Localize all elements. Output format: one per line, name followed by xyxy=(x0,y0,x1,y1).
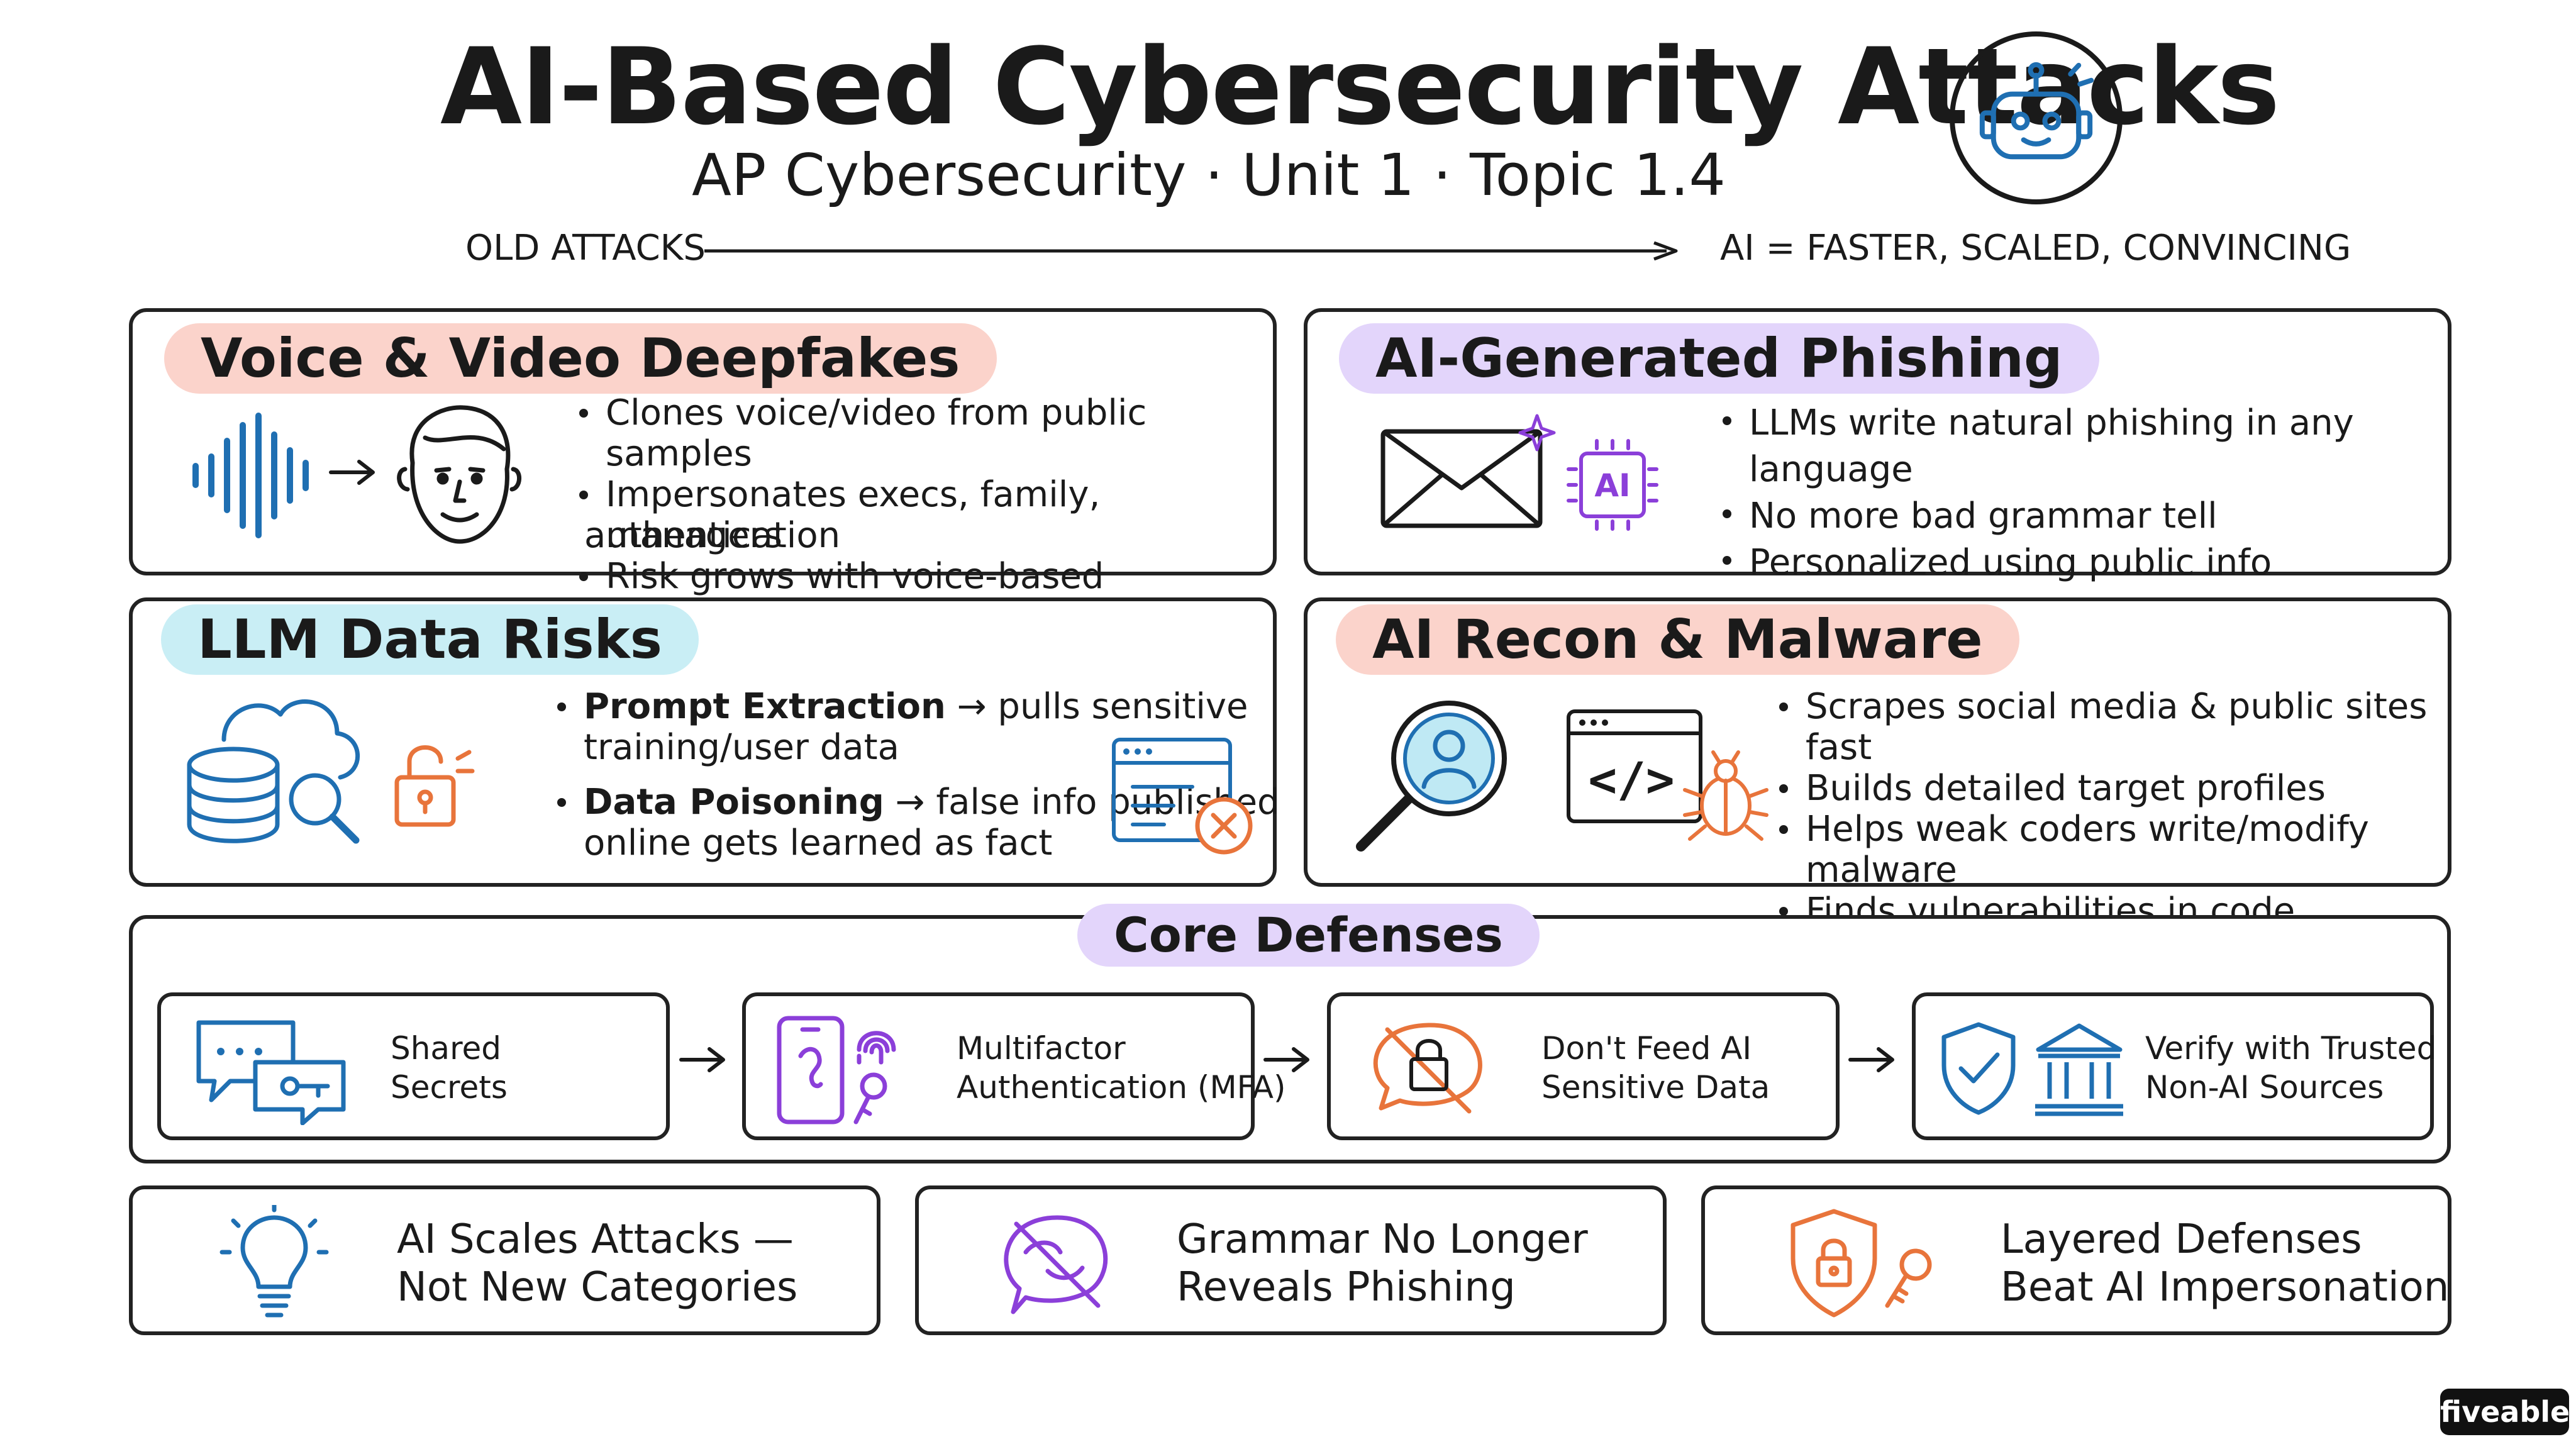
timeline-arrow xyxy=(704,242,1678,260)
llm-risks-title: LLM Data Risks xyxy=(161,604,699,675)
ai-chip-label: AI xyxy=(1594,467,1631,504)
defense-label-line1: Multifactor xyxy=(957,1030,1126,1067)
chat-key-icon xyxy=(196,1020,346,1125)
sound-wave-icon xyxy=(192,413,309,538)
defense-label-line1: Verify with Trusted xyxy=(2145,1030,2437,1067)
no-lock-icon xyxy=(1373,1023,1482,1114)
list-item: LLMs write natural phishing in any langu… xyxy=(1716,400,2448,493)
bullet-continuation: authentication xyxy=(584,515,841,556)
shield-check-icon xyxy=(1941,1022,2016,1115)
search-person-icon xyxy=(1356,701,1507,852)
list-item: Scrapes social media & public sites fast xyxy=(1773,686,2448,768)
defense-label-line1: Shared xyxy=(391,1030,502,1067)
ai-chip-icon: AI xyxy=(1562,435,1663,535)
phishing-card: AI-Generated Phishing AI LLMs write natu… xyxy=(1304,308,2451,583)
takeaway-layered: Layered Defenses Beat AI Impersonation xyxy=(1701,1185,2451,1335)
takeaway-line2: Not New Categories xyxy=(397,1264,798,1311)
timeline-end-label: AI = FASTER, SCALED, CONVINCING xyxy=(1720,228,2351,269)
list-item: Risk grows with voice-based xyxy=(573,556,1273,597)
defense-label-line1: Don't Feed AI xyxy=(1541,1030,1752,1067)
page-title: AI-Based Cybersecurity Attacks xyxy=(440,25,2280,148)
phishing-bullets: LLMs write natural phishing in any langu… xyxy=(1716,400,2448,586)
bank-icon xyxy=(2035,1023,2123,1116)
takeaway-ai-scales: AI Scales Attacks — Not New Categories xyxy=(129,1185,880,1335)
takeaway-grammar: Grammar No Longer Reveals Phishing xyxy=(915,1185,1667,1335)
defense-label-line2: Secrets xyxy=(391,1069,508,1106)
recon-title: AI Recon & Malware xyxy=(1336,604,2019,675)
deepfakes-bullets: Clones voice/video from public samples I… xyxy=(573,392,1273,597)
term-data-poisoning: Data Poisoning xyxy=(584,782,884,823)
takeaway-line2: Beat AI Impersonation xyxy=(2001,1264,2450,1311)
list-item: Impersonates execs, family, managers xyxy=(573,474,1273,556)
phishing-title: AI-Generated Phishing xyxy=(1339,323,2099,394)
browser-error-icon xyxy=(1112,738,1253,855)
term-description-line2: online gets learned as fact xyxy=(584,823,1053,863)
defense-label-line2: Authentication (MFA) xyxy=(957,1069,1286,1106)
term-description-line2: training/user data xyxy=(584,727,899,768)
llm-risks-card: LLM Data Risks Prompt Extraction → pulls… xyxy=(129,597,1280,887)
defense-label-line2: Sensitive Data xyxy=(1541,1069,1770,1106)
recon-card: AI Recon & Malware </> Scrapes social me… xyxy=(1304,597,2451,931)
deepfakes-card: Voice & Video Deepfakes xyxy=(129,308,1277,597)
deepfakes-title: Voice & Video Deepfakes xyxy=(164,323,997,394)
takeaway-line1: Grammar No Longer xyxy=(1177,1216,1588,1263)
shield-key-icon xyxy=(1790,1209,1932,1318)
list-item: Builds detailed target profiles xyxy=(1773,768,2448,809)
code-bug-icon: </> xyxy=(1567,709,1768,841)
timeline-start-label: OLD ATTACKS xyxy=(465,228,706,269)
recon-bullets: Scrapes social media & public sites fast… xyxy=(1773,686,2448,931)
takeaway-line1: Layered Defenses xyxy=(2001,1216,2362,1263)
envelope-icon xyxy=(1380,414,1556,528)
defense-verify-sources: Verify with Trusted Non-AI Sources xyxy=(1912,992,2437,1140)
arrow-right-icon xyxy=(679,1047,725,1072)
brand-logo: fiveable xyxy=(2440,1389,2570,1435)
defense-dont-feed-ai: Don't Feed AI Sensitive Data xyxy=(1327,992,1840,1140)
page-subtitle: AP Cybersecurity · Unit 1 · Topic 1.4 xyxy=(692,142,1726,209)
phone-fingerprint-icon xyxy=(777,1016,896,1124)
list-item: Clones voice/video from public samples xyxy=(573,392,1273,474)
defense-shared-secrets: Shared Secrets xyxy=(157,992,670,1140)
no-chat-icon xyxy=(1004,1215,1108,1314)
list-item: Personalized using public info xyxy=(1716,540,2448,586)
arrow-right-icon xyxy=(329,460,375,485)
defense-mfa: Multifactor Authentication (MFA) xyxy=(742,992,1285,1140)
takeaway-line2: Reveals Phishing xyxy=(1177,1264,1516,1311)
llm-risk-item-1: Prompt Extraction → pulls sensitive trai… xyxy=(551,686,1248,768)
defense-label-line2: Non-AI Sources xyxy=(2145,1069,2384,1106)
face-icon xyxy=(397,405,521,544)
list-item: No more bad grammar tell xyxy=(1716,493,2448,540)
core-defenses-title: Core Defenses xyxy=(1077,904,1540,967)
term-prompt-extraction: Prompt Extraction xyxy=(584,686,946,727)
robot-icon xyxy=(1950,31,2123,204)
takeaway-line1: AI Scales Attacks — xyxy=(397,1216,794,1263)
lightbulb-icon xyxy=(219,1205,329,1318)
list-item: Helps weak coders write/modify malware xyxy=(1773,809,2448,891)
arrow-right-icon xyxy=(1848,1047,1894,1072)
unlock-icon xyxy=(394,745,475,827)
arrow-right-icon xyxy=(1263,1047,1309,1072)
term-description: → pulls sensitive xyxy=(945,686,1248,727)
database-cloud-icon xyxy=(187,699,360,844)
code-glyph: </> xyxy=(1588,752,1674,808)
